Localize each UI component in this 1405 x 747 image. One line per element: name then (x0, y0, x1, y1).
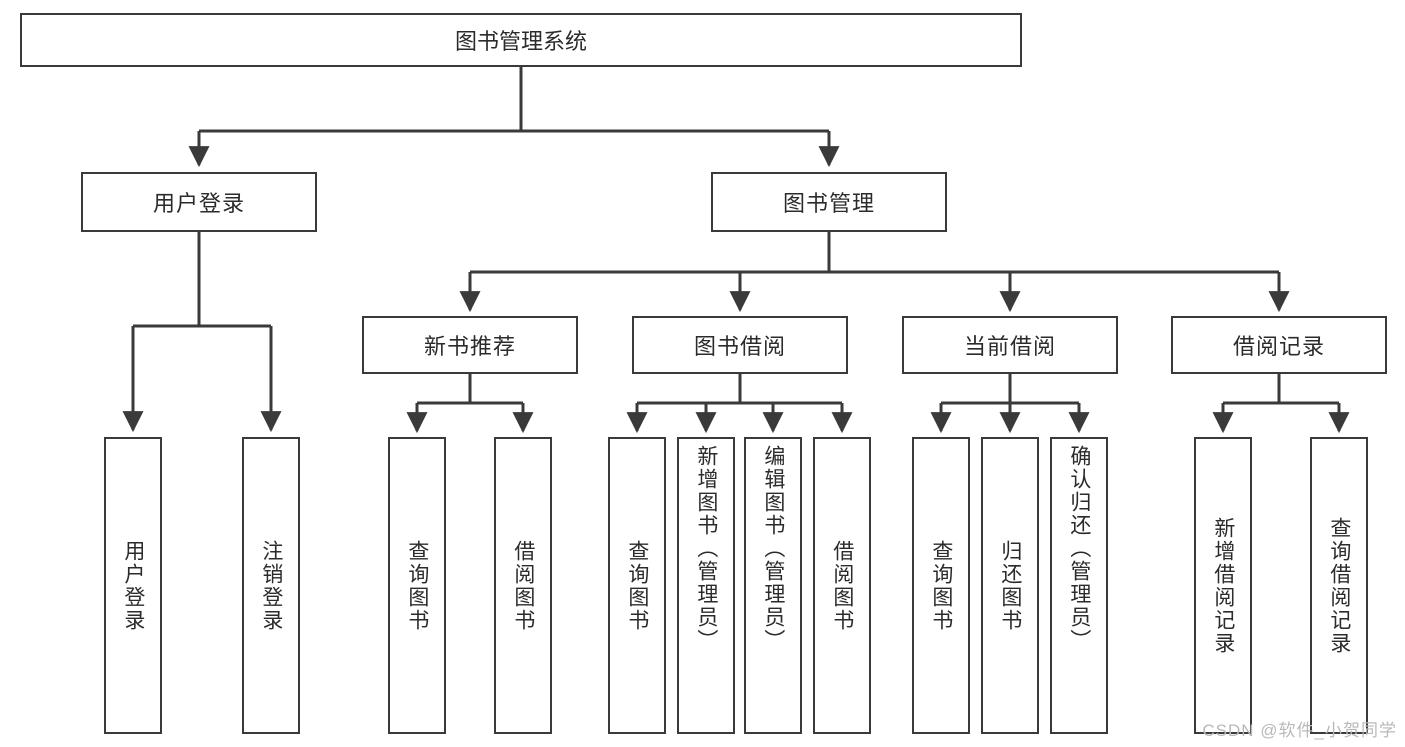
node-borrow-record[interactable]: 借阅记录 (1171, 316, 1387, 374)
node-label: 图书借阅 (693, 334, 786, 359)
leaf-user-login-login[interactable]: 用户登录 (104, 437, 162, 734)
node-label: 当前借阅 (963, 334, 1056, 359)
leaf-label: 注销登录 (259, 539, 283, 632)
leaf-label: 用户登录 (121, 539, 145, 632)
node-label: 新书推荐 (423, 334, 516, 359)
leaf-borrow-record-query-record[interactable]: 查询借阅记录 (1310, 437, 1368, 734)
node-book-borrow[interactable]: 图书借阅 (632, 316, 848, 374)
leaf-label: 借阅图书 (511, 539, 535, 632)
leaf-label: 归还图书 (998, 539, 1022, 632)
leaf-label: 确认归还（管理员） (1067, 445, 1091, 652)
node-book-management[interactable]: 图书管理 (711, 172, 947, 232)
leaf-current-borrow-confirm-return-admin[interactable]: 确认归还（管理员） (1050, 437, 1108, 734)
leaf-book-borrow-add-book-admin[interactable]: 新增图书（管理员） (677, 437, 735, 734)
leaf-label: 新增图书（管理员） (694, 445, 718, 652)
leaf-label: 查询借阅记录 (1327, 516, 1351, 655)
node-label: 图书管理系统 (454, 29, 587, 54)
watermark-text: CSDN @软件_小贺同学 (1202, 721, 1397, 740)
leaf-current-borrow-return-book[interactable]: 归还图书 (981, 437, 1039, 734)
leaf-current-borrow-query-book[interactable]: 查询图书 (912, 437, 970, 734)
leaf-label: 查询图书 (929, 539, 953, 632)
node-label: 用户登录 (152, 191, 245, 216)
leaf-label: 查询图书 (405, 539, 429, 632)
node-label: 借阅记录 (1232, 334, 1325, 359)
leaf-label: 查询图书 (625, 539, 649, 632)
leaf-new-book-borrow-book[interactable]: 借阅图书 (494, 437, 552, 734)
leaf-new-book-query-book[interactable]: 查询图书 (388, 437, 446, 734)
leaf-label: 新增借阅记录 (1211, 516, 1235, 655)
leaf-borrow-record-add-record[interactable]: 新增借阅记录 (1194, 437, 1252, 734)
node-user-login[interactable]: 用户登录 (81, 172, 317, 232)
leaf-label: 编辑图书（管理员） (761, 445, 785, 652)
node-label: 图书管理 (782, 191, 875, 216)
leaf-book-borrow-query-book[interactable]: 查询图书 (608, 437, 666, 734)
node-new-book-recommend[interactable]: 新书推荐 (362, 316, 578, 374)
leaf-book-borrow-edit-book-admin[interactable]: 编辑图书（管理员） (744, 437, 802, 734)
leaf-book-borrow-borrow-book[interactable]: 借阅图书 (813, 437, 871, 734)
leaf-user-login-logout[interactable]: 注销登录 (242, 437, 300, 734)
node-current-borrow[interactable]: 当前借阅 (902, 316, 1118, 374)
leaf-label: 借阅图书 (830, 539, 854, 632)
node-root-book-management-system[interactable]: 图书管理系统 (20, 13, 1022, 67)
